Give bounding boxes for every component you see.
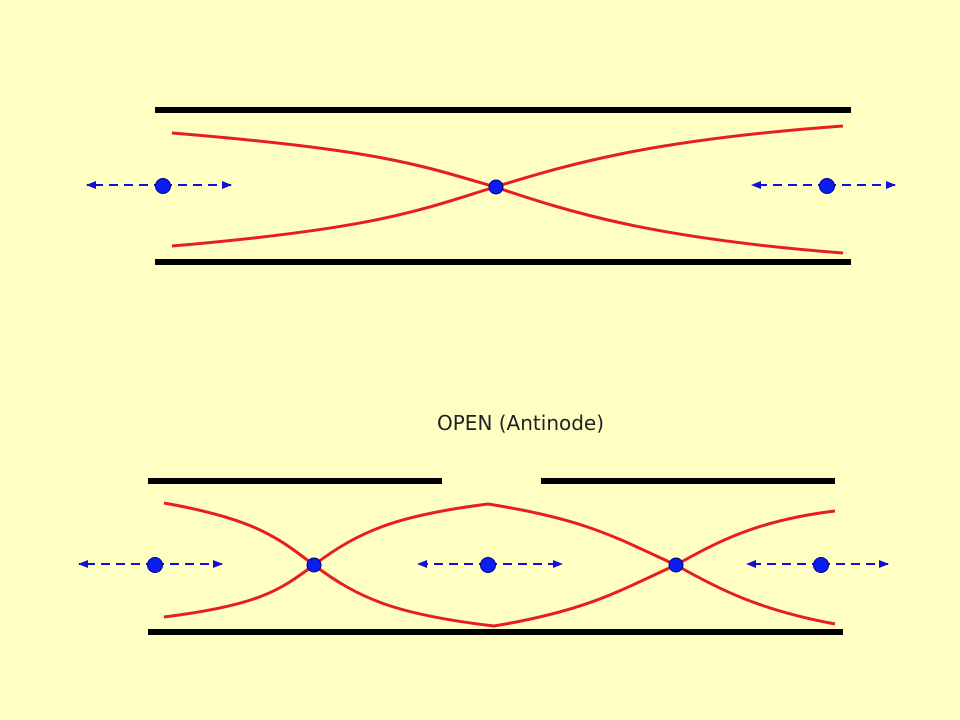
particle-dot-icon [668, 557, 684, 573]
particle-dot-icon [147, 557, 163, 573]
closed-tube [86, 107, 896, 265]
wave-curve-lower [171, 185, 844, 255]
particle-dot-icon [155, 178, 171, 194]
wave-curve-upper [163, 501, 836, 567]
particle-dot-icon [813, 557, 829, 573]
wave-curve-upper [171, 124, 844, 189]
open-antinode-label: OPEN (Antinode) [437, 411, 605, 435]
particle-dot-icon [819, 178, 835, 194]
particle-dot-icon [306, 557, 322, 573]
wave-curve-lower [163, 563, 836, 628]
particle-dot-icon [480, 557, 496, 573]
particle-dot-icon [488, 179, 504, 195]
open-tube [78, 478, 889, 635]
